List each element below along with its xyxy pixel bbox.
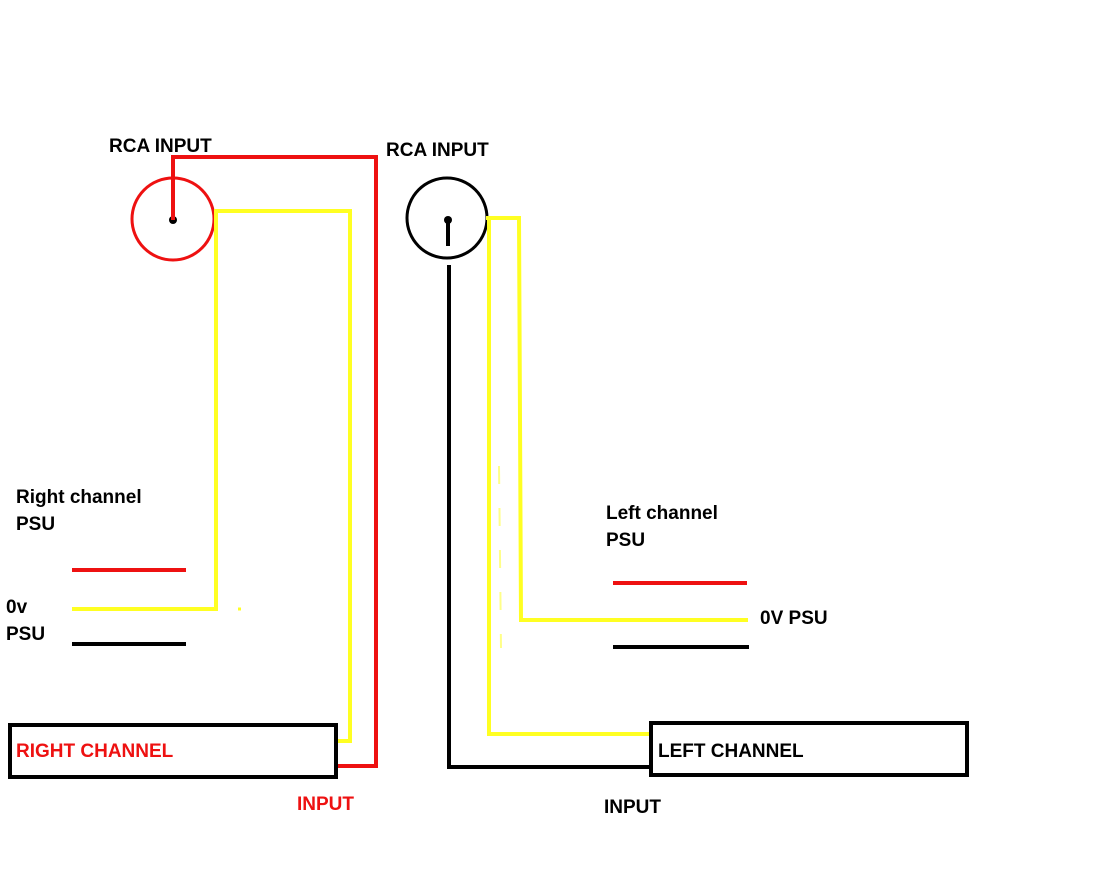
zero-v-label-line2: PSU — [6, 624, 45, 645]
right-psu-label-line1: Right channel — [16, 487, 142, 508]
right-channel-box — [8, 723, 338, 779]
rca-input-label-right: RCA INPUT — [109, 136, 212, 157]
left-ground-wire-to-amp — [486, 216, 650, 736]
rca-input-label-left: RCA INPUT — [386, 140, 489, 161]
left-psu-label-line2: PSU — [606, 530, 645, 551]
input-label-right: INPUT — [297, 794, 354, 815]
left-ground-wire-to-psu — [489, 216, 748, 622]
right-ground-wire-to-amp — [214, 209, 352, 743]
left-channel-label: LEFT CHANNEL — [658, 741, 804, 762]
left-psu-label-line1: Left channel — [606, 503, 718, 524]
left-signal-wire — [447, 265, 650, 769]
right-ground-wire-to-psu — [72, 209, 218, 611]
right-signal-wire — [171, 155, 378, 768]
zero-v-label-line1: 0v — [6, 597, 28, 618]
right-channel-label: RIGHT CHANNEL — [16, 741, 174, 762]
left-ground-faint-dash — [498, 465, 502, 649]
zero-v-psu-left-label: 0V PSU — [760, 608, 828, 629]
left-channel-box — [649, 721, 969, 777]
input-label-left: INPUT — [604, 797, 661, 818]
right-psu-label-line2: PSU — [16, 514, 55, 535]
